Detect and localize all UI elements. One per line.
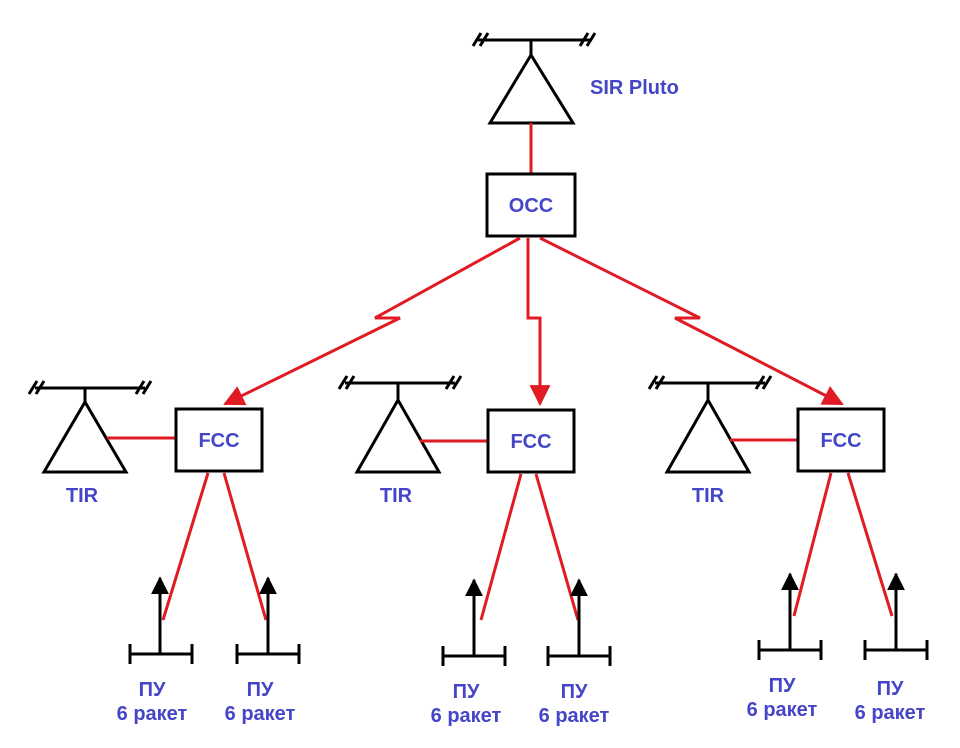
sir-antenna-tick (478, 32, 490, 47)
fcc-to-launcher-link (846, 472, 894, 617)
tir-antenna-tick (34, 380, 46, 395)
tir-label: TIR (380, 485, 413, 507)
sir-antenna-tick (471, 32, 483, 47)
fcc-to-launcher-link (161, 472, 210, 621)
tir-antenna-tick (444, 375, 456, 390)
launcher-icon (546, 578, 612, 666)
radio-link-right (539, 236, 844, 406)
sir-antenna-tick (585, 32, 597, 47)
group-2: TIR FCC ПУ 6 ракет ПУ 6 ракет (337, 375, 612, 727)
group-1: TIR FCC ПУ 6 ракет ПУ 6 ракет (27, 380, 301, 725)
tir-antenna-triangle (354, 396, 442, 474)
launcher-label-line1: ПУ (453, 681, 480, 703)
launcher-label-line2: 6 ракет (431, 705, 502, 727)
fcc-box (796, 407, 886, 473)
fcc-to-launcher-link (792, 472, 833, 617)
fcc-label: FCC (820, 430, 861, 452)
launcher-icon (757, 572, 823, 660)
sir-antenna-triangle (487, 52, 576, 125)
tir-antenna-tick (141, 380, 153, 395)
launcher-icon (863, 572, 929, 660)
tir-antenna-tick (647, 375, 659, 390)
tir-label: TIR (66, 485, 99, 507)
tir-antenna-tick (754, 375, 766, 390)
tir-antenna-triangle (41, 399, 129, 474)
tir-antenna-tick (27, 380, 39, 395)
launcher-label-line2: 6 ракет (855, 702, 926, 724)
launcher-label-line2: 6 ракет (225, 703, 296, 725)
tir-antenna (647, 375, 773, 474)
fcc-to-launcher-link (479, 473, 523, 621)
fcc-label: FCC (510, 431, 551, 453)
sir-pluto-label: SIR Pluto (590, 77, 679, 99)
fcc-to-launcher-link (222, 472, 268, 621)
occ-label: OCC (509, 195, 553, 217)
group-3: TIR FCC ПУ 6 ракет ПУ 6 ракет (647, 375, 929, 724)
launcher-label-line1: ПУ (561, 681, 588, 703)
fcc-label: FCC (198, 430, 239, 452)
launcher-icon (441, 578, 507, 666)
tir-antenna-triangle (664, 396, 752, 474)
sir-antenna (471, 32, 597, 125)
launcher-icon (128, 576, 194, 664)
tir-antenna-tick (337, 375, 349, 390)
radio-link-center (526, 238, 551, 407)
tir-antenna-tick (134, 380, 146, 395)
tir-label: TIR (692, 485, 725, 507)
tir-antenna (27, 380, 153, 474)
tir-antenna-tick (761, 375, 773, 390)
launcher-label-line2: 6 ракет (747, 699, 818, 721)
launcher-label-line1: ПУ (877, 678, 904, 700)
launcher-label-line1: ПУ (769, 675, 796, 697)
launcher-label-line2: 6 ракет (117, 703, 188, 725)
radio-link-left (223, 236, 521, 406)
tir-antenna-tick (451, 375, 463, 390)
occ-box (485, 172, 577, 238)
launcher-label-line2: 6 ракет (539, 705, 610, 727)
launcher-label-line1: ПУ (139, 679, 166, 701)
tir-antenna-tick (344, 375, 356, 390)
launcher-label-line1: ПУ (247, 679, 274, 701)
tir-antenna (337, 375, 463, 474)
sir-antenna-tick (578, 32, 590, 47)
tir-antenna-tick (654, 375, 666, 390)
fcc-to-launcher-link (534, 473, 580, 621)
fcc-box (174, 407, 264, 473)
fcc-box (486, 408, 576, 474)
launcher-icon (235, 576, 301, 664)
